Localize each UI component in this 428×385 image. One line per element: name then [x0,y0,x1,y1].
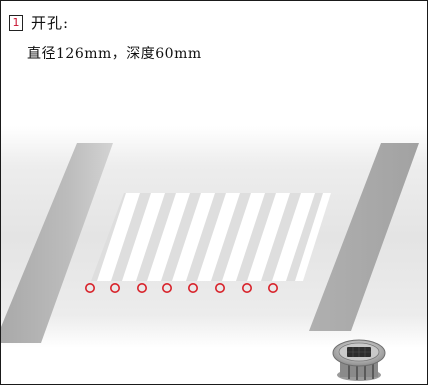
step-title: 1 开孔: [9,12,69,33]
drill-hole-marker-icon [162,282,173,293]
right-edge-line [309,143,419,331]
zebra-stripe [172,193,215,281]
drill-hole-marker-icon [215,282,226,293]
zebra-stripe [247,193,290,281]
left-edge-line [1,143,113,343]
solar-road-stud-icon [332,339,386,381]
drill-hole-marker-icon [137,282,148,293]
zebra-stripes [97,193,331,281]
zebra-stripe [122,193,165,281]
zebra-stripe [295,193,331,281]
zebra-stripe [222,193,265,281]
step-heading: 开孔: [31,14,70,32]
drill-hole-markers [85,282,278,293]
step-number-badge: 1 [9,14,23,31]
zebra-stripe [97,193,140,281]
zebra-stripe [147,193,190,281]
zebra-stripe [197,193,240,281]
drill-hole-marker-icon [267,282,278,293]
drill-hole-marker-icon [110,282,121,293]
hole-spec-text: 直径126mm，深度60mm [27,46,202,62]
drill-hole-marker-icon [85,282,96,293]
drill-hole-marker-icon [242,282,253,293]
zebra-stripe [272,193,315,281]
drill-hole-marker-icon [188,282,199,293]
